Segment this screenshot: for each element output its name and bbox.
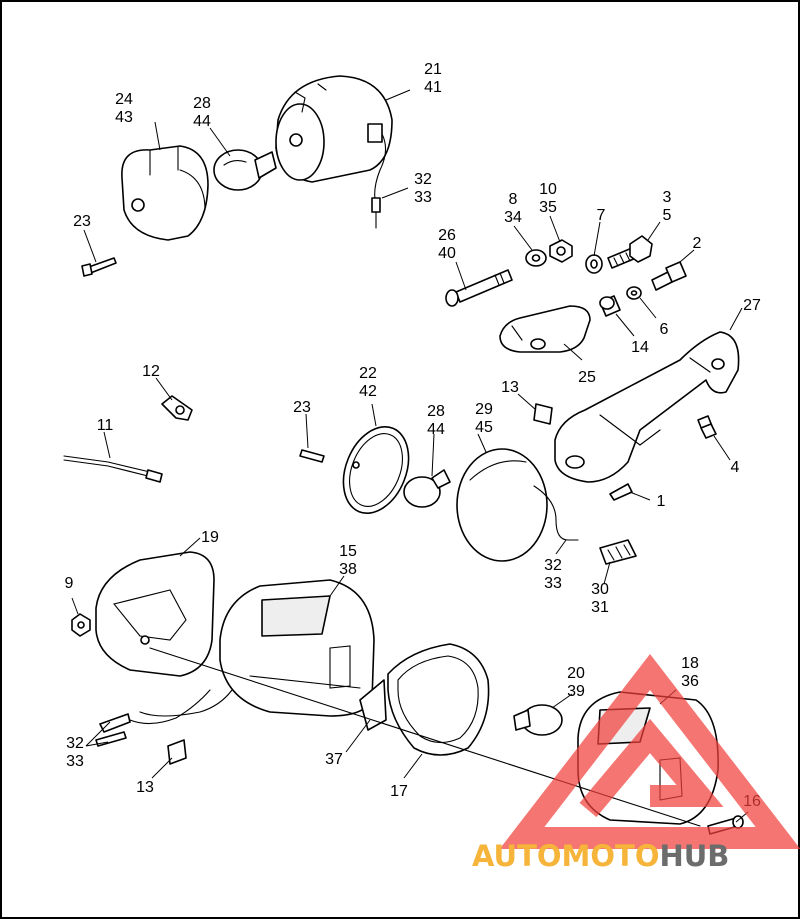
callout-37: 37 — [325, 751, 343, 768]
callout-19: 19 — [201, 529, 219, 546]
mounting-bracket-27 — [554, 331, 740, 483]
watermark-text: AUTOMOTOHUB — [472, 839, 729, 873]
callout-9: 9 — [65, 575, 74, 592]
lamp-gasket-17 — [387, 643, 490, 756]
callout-2: 2 — [693, 235, 702, 252]
callout-1: 1 — [657, 493, 666, 510]
mount-block-25 — [499, 305, 591, 353]
washer-8-34 — [525, 249, 547, 267]
bulb-20-39 — [513, 704, 563, 736]
connector-30-31 — [599, 539, 637, 565]
lens-ring-22-42 — [342, 425, 410, 515]
callout-13-bottom: 13 — [136, 779, 154, 796]
nut-9 — [71, 613, 91, 637]
callout-7: 7 — [597, 207, 606, 224]
leader-lines — [71, 89, 749, 823]
callout-14: 14 — [631, 339, 649, 356]
screw-2 — [651, 261, 687, 291]
clip-13-bottom — [167, 739, 187, 765]
nut-10-35 — [549, 239, 573, 263]
watermark-word-automoto: AUTOMOTO — [472, 839, 659, 873]
wire-harness-11 — [63, 455, 163, 483]
screw-23-mid — [299, 449, 325, 463]
watermark: AUTOMOTOHUB — [472, 653, 800, 873]
callout-13-mid: 13 — [501, 379, 519, 396]
washer-6 — [626, 286, 642, 300]
callout-17: 17 — [390, 783, 408, 800]
callout-23-mid: 23 — [293, 399, 311, 416]
screw-1 — [609, 483, 633, 501]
gasket-19 — [95, 551, 215, 677]
callout-25: 25 — [578, 369, 596, 386]
callout-27: 27 — [743, 297, 761, 314]
bulb-28-44-top — [213, 149, 277, 191]
watermark-inner-mark — [579, 718, 724, 818]
clip-13-mid — [533, 403, 553, 425]
callout-6: 6 — [660, 321, 669, 338]
callout-4: 4 — [731, 459, 740, 476]
lockwasher-7 — [585, 254, 603, 274]
lamp-stud-26-40 — [445, 269, 513, 307]
callout-11: 11 — [97, 417, 114, 434]
screw-4 — [697, 415, 717, 439]
lamp-wire-lead — [95, 689, 233, 747]
watermark-triangle-logo — [499, 653, 800, 849]
clip-12 — [161, 395, 193, 421]
tail-lamp-housing-15-38 — [219, 579, 375, 717]
screw-23-top — [81, 257, 117, 277]
signal-lens-cap-24-43 — [121, 145, 209, 241]
spacer-14 — [599, 295, 621, 317]
signal-wire-top — [371, 133, 387, 229]
bulb-28-44-mid — [403, 469, 451, 508]
callout-23-top: 23 — [73, 213, 91, 230]
signal-housing-21-41 — [275, 75, 393, 183]
callout-12: 12 — [142, 363, 160, 380]
bolt-3-5 — [607, 235, 653, 269]
signal-lens-29-45 — [456, 448, 579, 562]
watermark-word-hub: HUB — [659, 839, 729, 873]
